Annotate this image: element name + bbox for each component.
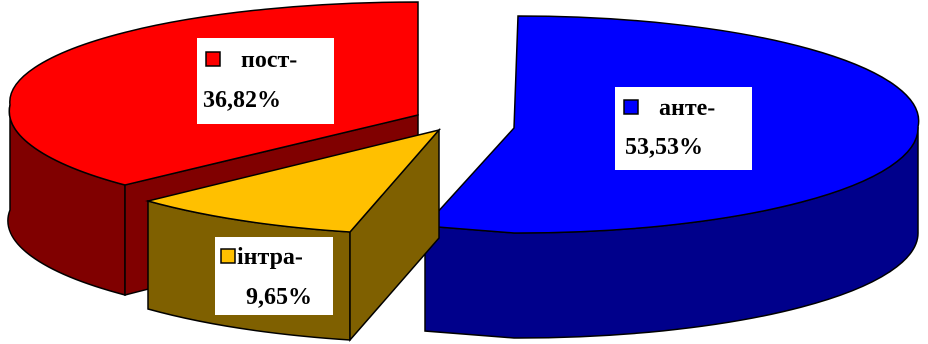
- label-post-value: 36,82%: [203, 87, 281, 113]
- label-intra-value: 9,65%: [246, 284, 312, 310]
- label-intra: інтра- 9,65%: [215, 237, 333, 315]
- label-post: пост- 36,82%: [197, 38, 334, 124]
- slice-intra-top: [145, 128, 442, 233]
- legend-key-intra: [220, 248, 236, 264]
- legend-key-ante: [623, 99, 639, 115]
- label-ante-value: 53,53%: [625, 134, 703, 160]
- label-ante-name: анте-: [659, 95, 715, 121]
- slice-ante: [423, 15, 920, 339]
- legend-key-post: [205, 51, 221, 67]
- label-post-name: пост-: [241, 47, 297, 73]
- label-intra-name: інтра-: [237, 244, 303, 270]
- label-ante: анте- 53,53%: [615, 87, 752, 170]
